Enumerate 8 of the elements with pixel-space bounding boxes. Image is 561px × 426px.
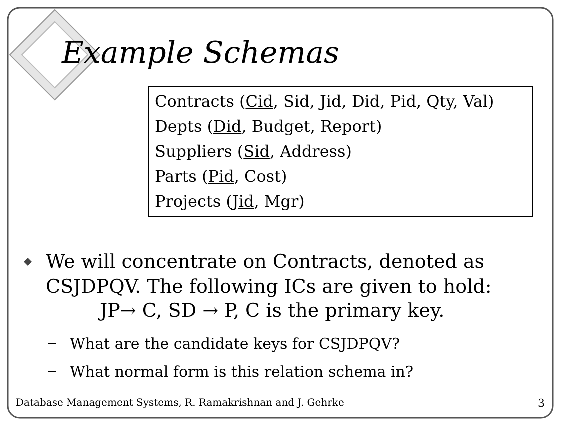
footer-text: Database Management Systems, R. Ramakrishnan and J. Gehrke [16, 398, 344, 409]
constraint-text: JP→ C, SD → P, C is the primary key. [100, 300, 445, 322]
bullet-text: We will concentrate on Contracts, denoted as CSJDPQV. The following ICs are given to hold: [46, 250, 493, 300]
question-text: What normal form is this relation schema in? [70, 363, 414, 381]
question-text: What are the candidate keys for CSJDPQV? [70, 335, 400, 353]
schema-box: Contracts (Cid, Sid, Jid, Did, Pid, Qty, Val) Depts (Did, Budget, Report) Suppliers (Sid, Address) Parts (Pid, Cost) Projects (Jid, Mgr) [148, 86, 533, 217]
page-number: 3 [538, 397, 545, 410]
slide-title: Example Schemas [62, 36, 340, 71]
